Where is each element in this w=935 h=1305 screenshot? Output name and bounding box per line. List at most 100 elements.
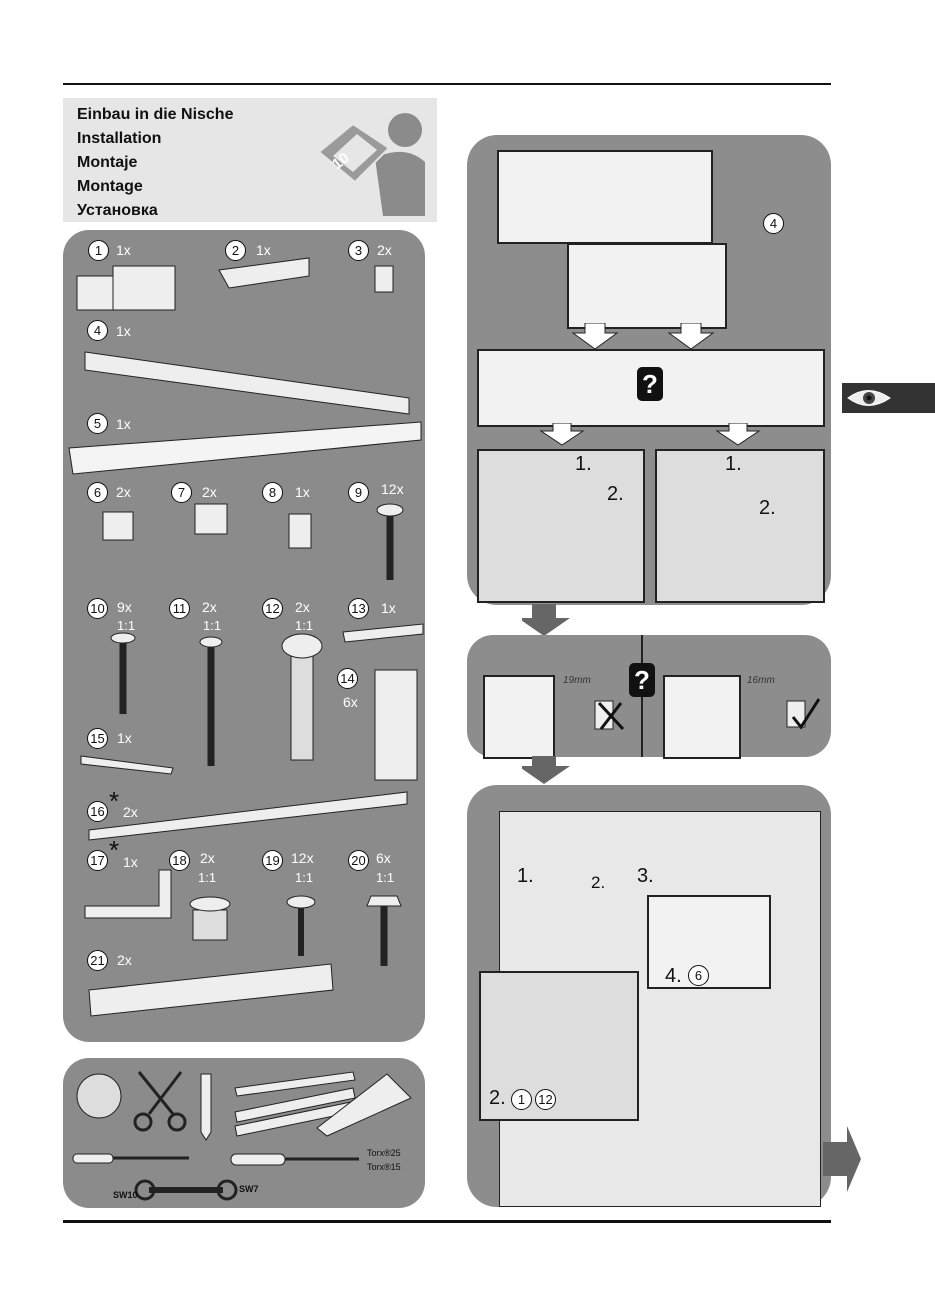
part-10-number: 10 — [87, 598, 108, 619]
parts-panel: 1 1x 2 1x 3 2x 4 1x 5 1x 6 2x 7 2x 8 1x … — [63, 230, 425, 1042]
part-20-scale: 1:1 — [376, 870, 395, 885]
flow-arrow-1 — [522, 604, 570, 636]
screwdriver-icon-1 — [72, 1153, 189, 1164]
step1-right-step2: 2. — [759, 497, 776, 519]
step3-step2b-part1: 1 — [511, 1089, 532, 1110]
part-8-number: 8 — [262, 482, 283, 503]
title-es: Montaje — [77, 154, 138, 171]
step1-callout: 4 — [763, 213, 784, 234]
correct-icon — [786, 698, 821, 730]
part-9-qty: 12x — [381, 481, 404, 497]
read-manual-icon: 10 — [317, 113, 425, 216]
step1-detail-view — [567, 243, 727, 329]
step1-top-view — [497, 150, 713, 244]
parts-illustrations — [68, 257, 424, 1017]
step3-step3: 3. — [637, 865, 654, 887]
part-16-star: * — [109, 786, 120, 816]
down-arrows-1 — [571, 323, 715, 350]
step2-panel: ? 19mm 16mm — [467, 635, 831, 759]
part-12-qty: 2x — [295, 599, 310, 615]
title-ru: Установка — [77, 202, 158, 219]
part-13-qty: 1x — [381, 600, 396, 616]
step2-dim-right: 16mm — [747, 675, 775, 686]
part-18-number: 18 — [169, 850, 190, 871]
step2-left-view — [483, 675, 555, 759]
part-16-qty: 2x — [123, 804, 138, 820]
part-1-qty: 1x — [116, 242, 131, 258]
part-20-qty: 6x — [376, 850, 391, 866]
part-7-qty: 2x — [202, 484, 217, 500]
part-7-number: 7 — [171, 482, 192, 503]
step3-panel: 1. 2. 3. 4. 6 2. 1 12 — [467, 785, 831, 1207]
step1-left-step1: 1. — [575, 453, 592, 475]
part-10-qty: 9x — [117, 599, 132, 615]
part-10-scale: 1:1 — [117, 618, 136, 633]
part-1-number: 1 — [88, 240, 109, 261]
step3-step4: 4. — [665, 965, 682, 987]
part-4-number: 4 — [87, 320, 108, 341]
step3-step2b-part2: 12 — [535, 1089, 556, 1110]
tools-panel: Torx®25 Torx®15 SW10 SW7 — [63, 1058, 425, 1208]
part-8-qty: 1x — [295, 484, 310, 500]
pencil-icon — [200, 1073, 212, 1141]
torx-15-label: Torx®15 — [367, 1162, 401, 1172]
part-9-number: 9 — [348, 482, 369, 503]
step2-dim-left: 19mm — [563, 675, 591, 686]
step1-right-step1: 1. — [725, 453, 742, 475]
set-square-icon — [316, 1073, 412, 1137]
part-20-number: 20 — [348, 850, 369, 871]
part-5-number: 5 — [87, 413, 108, 434]
part-15-qty: 1x — [117, 730, 132, 746]
string-ball-icon — [76, 1073, 122, 1119]
screwdriver-icon-2 — [230, 1153, 359, 1166]
scissors-icon — [133, 1071, 187, 1132]
step3-step2b: 2. — [489, 1087, 506, 1109]
part-17-qty: 1x — [123, 854, 138, 870]
part-2-number: 2 — [225, 240, 246, 261]
part-21-qty: 2x — [117, 952, 132, 968]
part-14-qty: 6x — [343, 694, 358, 710]
part-12-number: 12 — [262, 598, 283, 619]
sw10-label: SW10 — [113, 1190, 138, 1200]
part-16-number: 16 — [87, 801, 108, 822]
step2-question-mark: ? — [629, 663, 655, 697]
part-4-qty: 1x — [116, 323, 131, 339]
title-de: Einbau in die Nische — [77, 106, 234, 123]
down-arrows-2 — [539, 423, 761, 446]
part-19-number: 19 — [262, 850, 283, 871]
part-3-number: 3 — [348, 240, 369, 261]
flow-arrow-2 — [522, 756, 570, 784]
part-11-scale: 1:1 — [203, 618, 222, 633]
title-fr: Montage — [77, 178, 143, 195]
bottom-rule — [63, 1220, 831, 1223]
part-18-scale: 1:1 — [198, 870, 217, 885]
part-17-number: 17 — [87, 850, 108, 871]
top-rule — [63, 83, 831, 85]
wrong-icon — [594, 700, 625, 731]
part-21-number: 21 — [87, 950, 108, 971]
title-en: Installation — [77, 130, 162, 147]
part-15-number: 15 — [87, 728, 108, 749]
sw7-label: SW7 — [239, 1184, 259, 1194]
part-11-qty: 2x — [202, 599, 217, 615]
part-11-number: 11 — [169, 598, 190, 619]
manual-badge: 10 — [329, 149, 353, 173]
next-page-arrow[interactable] — [823, 1126, 863, 1192]
step3-step4-part: 6 — [688, 965, 709, 986]
eye-icon — [847, 390, 891, 406]
step2-right-view — [663, 675, 741, 759]
step3-step2: 2. — [591, 873, 606, 892]
part-3-qty: 2x — [377, 242, 392, 258]
part-2-qty: 1x — [256, 242, 271, 258]
side-tab — [842, 383, 935, 413]
step1-right-detail — [655, 449, 825, 603]
part-17-star: * — [109, 835, 120, 865]
part-14-number: 14 — [337, 668, 358, 689]
part-18-qty: 2x — [200, 850, 215, 866]
part-5-qty: 1x — [116, 416, 131, 432]
step1-left-detail — [477, 449, 645, 603]
step3-bracket-detail — [479, 971, 639, 1121]
title-box: Einbau in die Nische Installation Montaj… — [63, 98, 437, 222]
step3-step1: 1. — [517, 865, 534, 887]
wrench-icon — [134, 1179, 238, 1201]
